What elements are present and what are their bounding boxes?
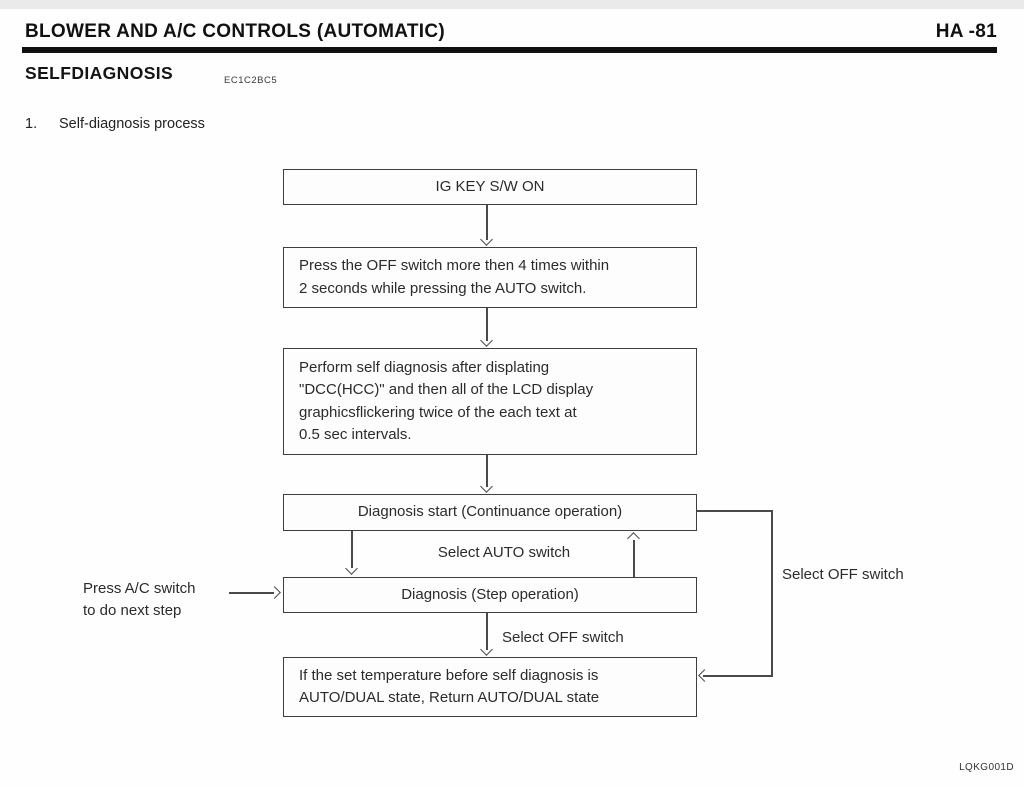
flow-node-ig-key-on: IG KEY S/W ON xyxy=(283,169,697,205)
scan-noise-band xyxy=(0,0,1024,9)
connector-line xyxy=(486,613,488,650)
arrow-down-icon xyxy=(345,562,358,575)
flow-node-text: Diagnosis (Step operation) xyxy=(401,585,579,603)
connector-line xyxy=(486,308,488,341)
page-title: BLOWER AND A/C CONTROLS (AUTOMATIC) xyxy=(25,21,446,42)
list-item-number: 1. xyxy=(25,116,38,132)
flow-node-text: Perform self diagnosis after displating … xyxy=(299,358,594,444)
flow-node-text: IG KEY S/W ON xyxy=(435,177,545,195)
flow-node-return-state: If the set temperature before self diagn… xyxy=(283,657,697,717)
connector-line xyxy=(229,592,274,594)
section-title: SELFDIAGNOSIS xyxy=(25,63,174,83)
arrow-down-icon xyxy=(480,233,493,246)
label-select-auto-switch: Select AUTO switch xyxy=(437,544,571,561)
section-code: EC1C2BC5 xyxy=(224,75,278,86)
figure-code: LQKG001D xyxy=(959,762,1014,773)
label-select-off-switch-loop: Select OFF switch xyxy=(782,566,904,583)
flow-node-perform-self-diagnosis: Perform self diagnosis after displating … xyxy=(283,348,697,455)
arrow-down-icon xyxy=(480,480,493,493)
connector-line xyxy=(351,531,353,568)
flow-node-diagnosis-start: Diagnosis start (Continuance operation) xyxy=(283,494,697,531)
arrow-left-icon xyxy=(698,669,711,682)
flow-node-press-off-switch: Press the OFF switch more then 4 times w… xyxy=(283,247,697,308)
flow-node-text: Press the OFF switch more then 4 times w… xyxy=(299,257,610,297)
header-rule xyxy=(22,47,997,53)
arrow-down-icon xyxy=(480,334,493,347)
page-number: HA -81 xyxy=(935,21,997,42)
flow-node-diagnosis-step: Diagnosis (Step operation) xyxy=(283,577,697,613)
flow-node-text: Diagnosis start (Continuance operation) xyxy=(357,503,623,521)
connector-line xyxy=(771,510,773,677)
arrow-right-icon xyxy=(268,586,281,599)
arrow-down-icon xyxy=(480,643,493,656)
arrow-up-icon xyxy=(627,532,640,545)
label-select-off-switch-step: Select OFF switch xyxy=(502,629,624,646)
flow-node-text: If the set temperature before self diagn… xyxy=(299,666,600,707)
connector-line xyxy=(486,455,488,487)
label-press-ac-switch: Press A/C switch to do next step xyxy=(83,580,196,619)
list-item-label: Self-diagnosis process xyxy=(59,116,205,132)
connector-line xyxy=(486,205,488,240)
connector-line xyxy=(697,510,772,512)
connector-line xyxy=(703,675,772,677)
connector-line xyxy=(633,540,635,577)
